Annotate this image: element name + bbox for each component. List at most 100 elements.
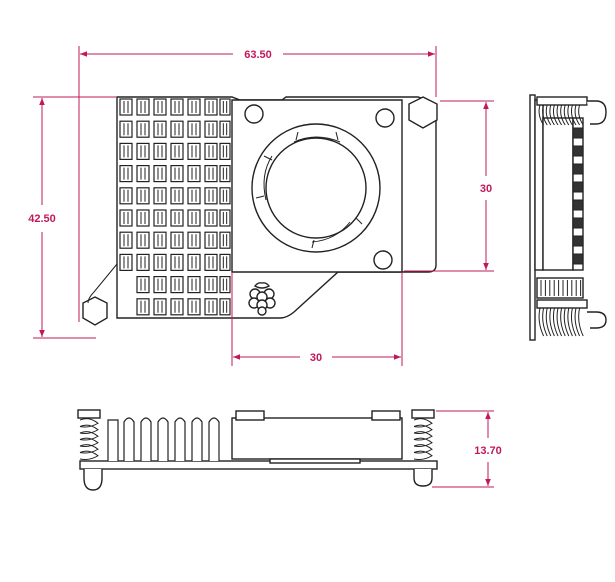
standoff-hex-bottom-left xyxy=(82,296,108,326)
fin xyxy=(187,120,201,138)
side-view-right xyxy=(529,94,607,341)
dimension-fan-height: 30 xyxy=(480,183,492,195)
fin xyxy=(153,187,167,205)
fin xyxy=(119,231,133,249)
raspberry-logo-icon xyxy=(248,282,276,316)
fin xyxy=(119,165,133,183)
fin xyxy=(136,231,150,249)
fin xyxy=(187,142,201,160)
side-fin xyxy=(572,145,584,157)
fin xyxy=(204,165,218,183)
side-fin xyxy=(572,253,584,265)
fin xyxy=(153,165,167,183)
fin xyxy=(170,253,184,271)
fin xyxy=(119,187,133,205)
fin xyxy=(170,187,184,205)
side-fin xyxy=(572,163,584,175)
fin xyxy=(204,209,218,227)
fin xyxy=(136,120,150,138)
fin xyxy=(119,253,133,271)
fin xyxy=(204,120,218,138)
fin xyxy=(187,187,201,205)
front-fin xyxy=(140,417,152,461)
fin xyxy=(153,98,167,116)
fin xyxy=(219,165,231,183)
fin xyxy=(204,276,218,294)
top-view: 63.50 42.50 30 30 xyxy=(28,46,494,366)
fin xyxy=(153,276,167,294)
fin xyxy=(136,187,150,205)
dimension-height-side: 13.70 xyxy=(474,445,502,457)
fin xyxy=(187,209,201,227)
fin xyxy=(219,98,231,116)
fin xyxy=(219,209,231,227)
dimension-fan-width: 30 xyxy=(310,352,322,364)
fin xyxy=(136,253,150,271)
spring xyxy=(538,104,584,126)
front-fin xyxy=(123,417,135,461)
fin xyxy=(219,253,231,271)
fan-block xyxy=(231,417,403,460)
side-fin xyxy=(572,127,584,139)
fin xyxy=(204,298,218,316)
pin-clip xyxy=(83,469,103,491)
front-fin xyxy=(157,417,169,461)
pin-clip xyxy=(587,100,607,125)
fin xyxy=(153,253,167,271)
base-plate xyxy=(79,460,438,470)
fin xyxy=(219,231,231,249)
fin xyxy=(219,187,231,205)
fin xyxy=(136,209,150,227)
fin xyxy=(136,165,150,183)
fin xyxy=(204,187,218,205)
front-fin xyxy=(208,417,220,461)
fin xyxy=(136,298,150,316)
fin xyxy=(187,98,201,116)
fin xyxy=(219,298,231,316)
fan xyxy=(251,123,381,253)
side-fin xyxy=(572,181,584,193)
screw-hole xyxy=(375,108,395,128)
fin xyxy=(170,98,184,116)
fin xyxy=(119,120,133,138)
fin xyxy=(170,142,184,160)
fin xyxy=(170,209,184,227)
fin xyxy=(219,142,231,160)
fin xyxy=(219,276,231,294)
fin xyxy=(204,142,218,160)
fin xyxy=(187,276,201,294)
side-fins xyxy=(572,127,584,265)
fin xyxy=(204,98,218,116)
fin xyxy=(187,231,201,249)
front-fins xyxy=(107,417,220,461)
fin xyxy=(204,253,218,271)
fin xyxy=(136,142,150,160)
fin xyxy=(187,298,201,316)
dimension-width-top: 63.50 xyxy=(244,49,272,61)
fin xyxy=(219,120,231,138)
fin xyxy=(170,231,184,249)
fin xyxy=(170,276,184,294)
fin xyxy=(153,209,167,227)
fin xyxy=(119,142,133,160)
side-fin xyxy=(572,217,584,229)
pin-clip xyxy=(413,469,433,487)
fin xyxy=(153,142,167,160)
front-fin xyxy=(191,417,203,461)
spring xyxy=(79,418,99,461)
screw-hole xyxy=(373,250,393,270)
fin xyxy=(136,276,150,294)
fin xyxy=(153,298,167,316)
side-fin xyxy=(572,235,584,247)
front-fin xyxy=(107,419,119,461)
screw-hole xyxy=(244,104,264,124)
standoff-hex-top-right xyxy=(408,96,438,129)
fin xyxy=(170,298,184,316)
side-fin xyxy=(572,199,584,211)
fin xyxy=(187,165,201,183)
dimension-height-left: 42.50 xyxy=(28,213,56,225)
fin xyxy=(153,231,167,249)
heatsink-fins xyxy=(119,98,231,316)
fin xyxy=(204,231,218,249)
